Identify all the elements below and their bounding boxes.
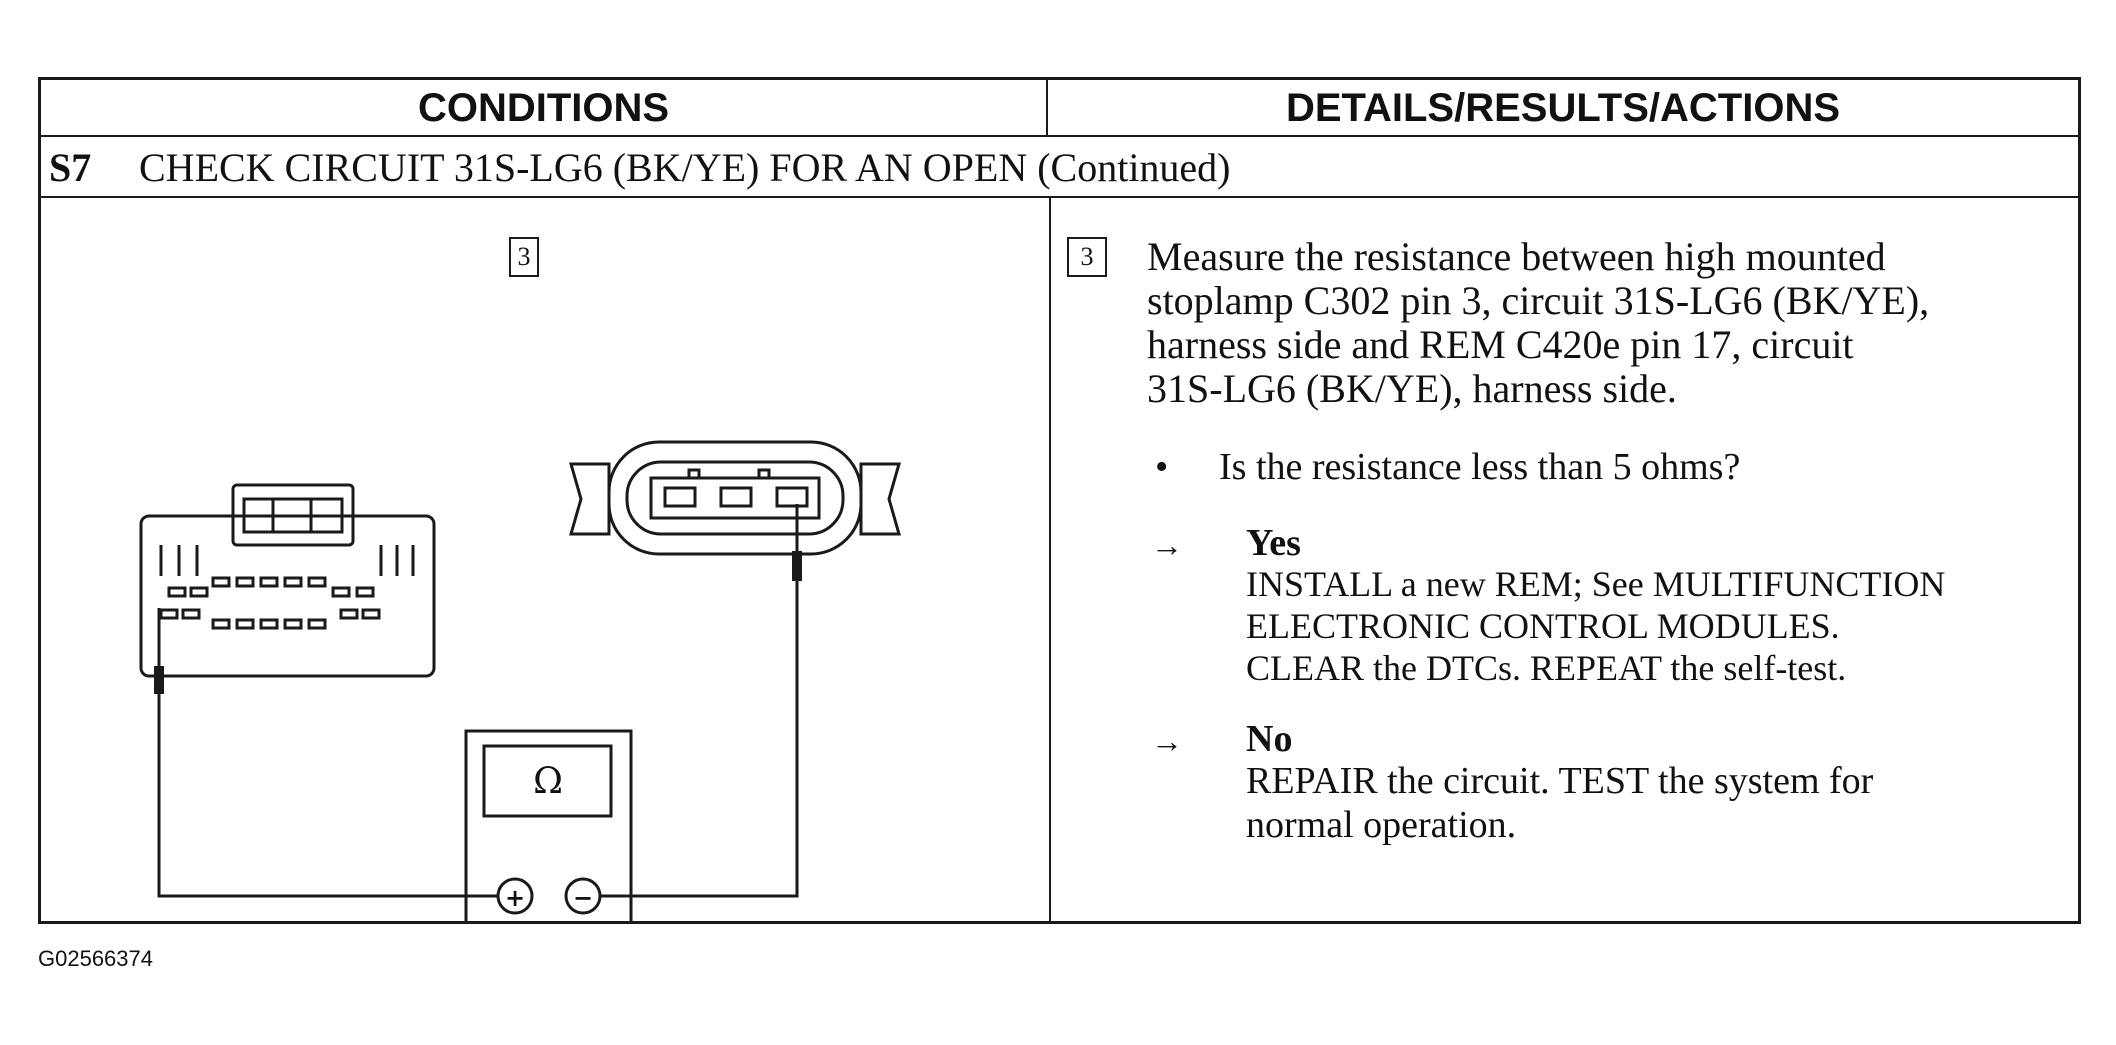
- body-column-divider: [1049, 196, 1051, 921]
- instruction-line: harness side and REM C420e pin 17, circu…: [1147, 322, 1854, 367]
- probe-tip-rem: [154, 666, 164, 694]
- negative-lead: [600, 568, 799, 898]
- details-step-box: 3: [1067, 237, 1107, 277]
- yes-action-line: ELECTRONIC CONTROL MODULES.: [1246, 606, 1840, 646]
- step-divider: [41, 196, 2078, 198]
- figure-id: G02566374: [38, 946, 153, 971]
- header-divider: [41, 135, 2078, 137]
- step-number: S7: [49, 144, 92, 190]
- conditions-header: CONDITIONS: [417, 86, 670, 130]
- no-answer: → No REPAIR the circuit. TEST the system…: [1151, 719, 2077, 847]
- yes-title: Yes: [1246, 522, 1301, 564]
- header-column-divider: [1046, 80, 1048, 135]
- no-action-line: REPAIR the circuit. TEST the system for: [1246, 760, 1874, 802]
- diagnostic-table: CONDITIONS DETAILS/RESULTS/ACTIONS S7 CH…: [38, 77, 2081, 924]
- ohm-symbol: Ω: [533, 761, 563, 802]
- yes-answer: → Yes INSTALL a new REM; See MULTIFUNCTI…: [1151, 523, 2077, 689]
- instruction-line: stoplamp C302 pin 3, circuit 31S-LG6 (BK…: [1147, 278, 1930, 323]
- step-title: CHECK CIRCUIT 31S-LG6 (BK/YE) FOR AN OPE…: [139, 144, 1231, 190]
- instruction-line: Measure the resistance between high moun…: [1147, 234, 1886, 279]
- no-action-line: normal operation.: [1246, 804, 1517, 846]
- wiring-diagram: Ω + −: [139, 440, 901, 924]
- details-content: Measure the resistance between high moun…: [1147, 235, 2077, 847]
- stoplamp-connector-c302: [569, 440, 901, 556]
- bullet-icon: •: [1155, 446, 1169, 488]
- step-title-row: S7 CHECK CIRCUIT 31S-LG6 (BK/YE) FOR AN …: [41, 138, 2078, 196]
- minus-terminal-label: −: [573, 884, 593, 912]
- yes-action-line: CLEAR the DTCs. REPEAT the self-test.: [1246, 648, 1847, 688]
- probe-tip-stoplamp: [792, 551, 802, 581]
- instruction-line: 31S-LG6 (BK/YE), harness side.: [1147, 366, 1677, 411]
- arrow-right-icon: →: [1151, 723, 1183, 759]
- question-text: Is the resistance less than 5 ohms?: [1219, 446, 1741, 488]
- no-title: No: [1246, 718, 1293, 760]
- yes-action-line: INSTALL a new REM; See MULTIFUNCTION: [1246, 564, 1946, 604]
- details-header: DETAILS/RESULTS/ACTIONS: [1285, 86, 1841, 130]
- instruction-text: Measure the resistance between high moun…: [1147, 235, 2077, 411]
- positive-lead: [157, 676, 498, 898]
- arrow-right-icon: →: [1151, 527, 1183, 563]
- figure-step-box: 3: [509, 237, 539, 277]
- rem-connector-c420e: [139, 483, 436, 678]
- plus-terminal-label: +: [505, 884, 525, 912]
- question-row: • Is the resistance less than 5 ohms?: [1155, 445, 2077, 489]
